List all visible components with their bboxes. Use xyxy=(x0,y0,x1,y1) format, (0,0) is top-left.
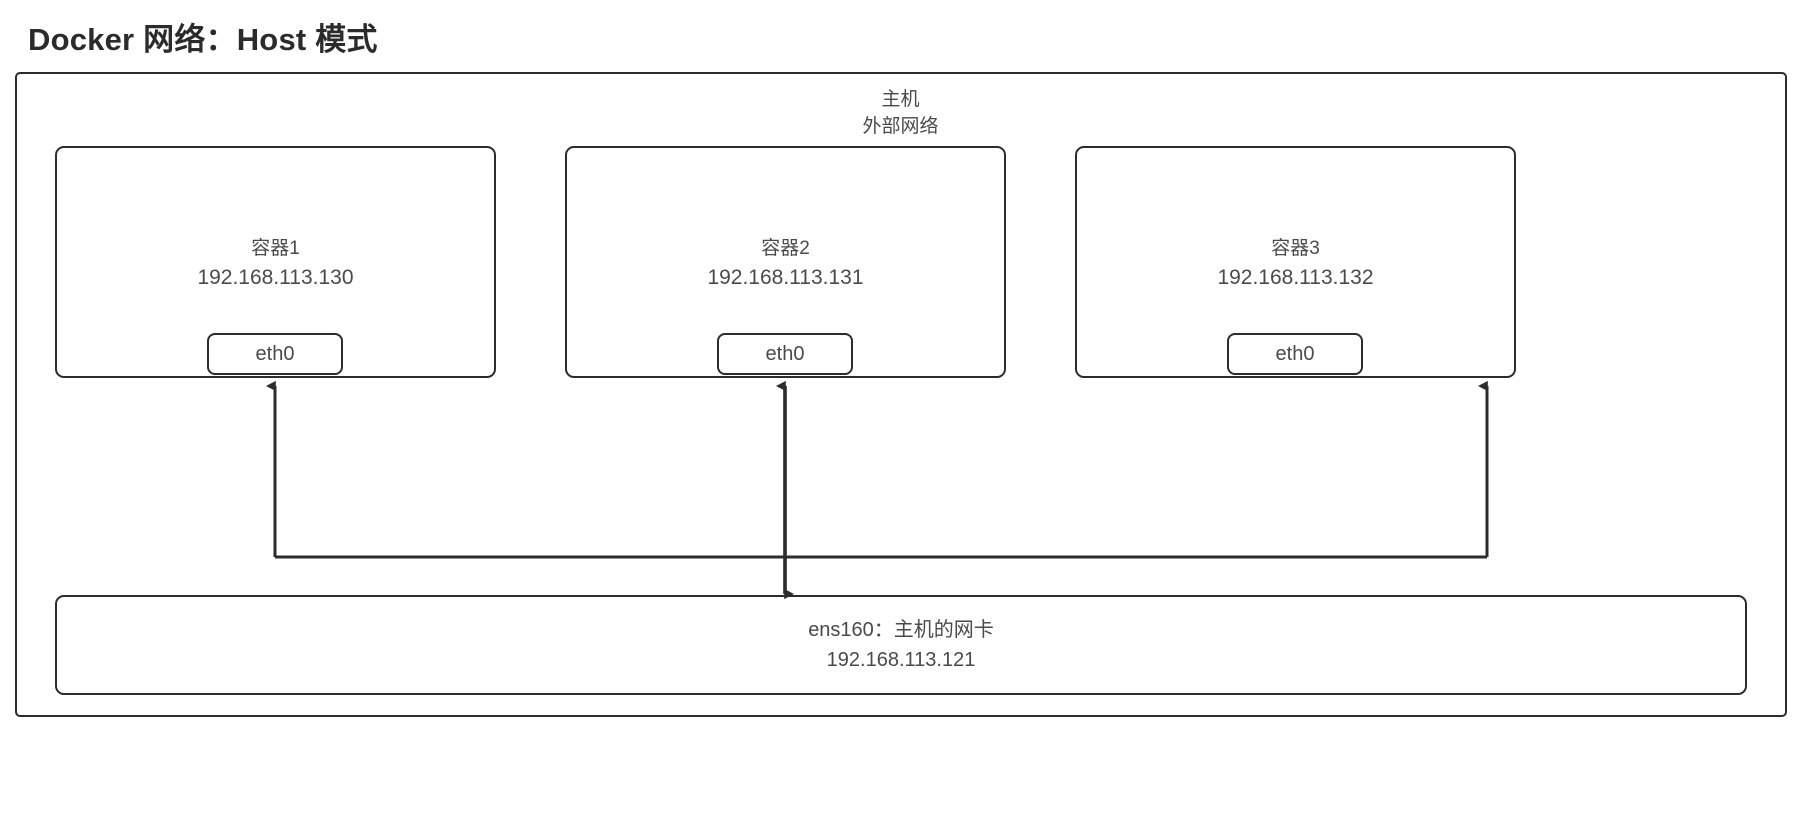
page-title: Docker 网络：Host 模式 xyxy=(28,22,378,57)
container-1-eth0-box[interactable]: eth0 xyxy=(207,333,343,375)
container-3-ip: 192.168.113.132 xyxy=(1217,266,1374,289)
host-nic-label: ens160：主机的网卡 xyxy=(808,619,994,641)
container-3-eth0-box[interactable]: eth0 xyxy=(1227,333,1363,375)
container-3-name: 容器3 xyxy=(1271,238,1320,259)
container-2-name: 容器2 xyxy=(761,238,810,259)
container-2-eth0-box[interactable]: eth0 xyxy=(717,333,853,375)
container-2-ip: 192.168.113.131 xyxy=(707,266,864,289)
container-1-name: 容器1 xyxy=(251,238,300,259)
host-nic-ip: 192.168.113.121 xyxy=(826,649,976,671)
container-2-label: 容器2 192.168.113.131 xyxy=(567,234,1004,292)
container-3-label: 容器3 192.168.113.132 xyxy=(1077,234,1514,292)
host-nic-box[interactable]: ens160：主机的网卡 192.168.113.121 xyxy=(55,595,1747,695)
container-1-label: 容器1 192.168.113.130 xyxy=(57,234,494,292)
container-1-ip: 192.168.113.130 xyxy=(197,266,354,289)
container-box-2[interactable]: 容器2 192.168.113.131 xyxy=(565,146,1006,378)
